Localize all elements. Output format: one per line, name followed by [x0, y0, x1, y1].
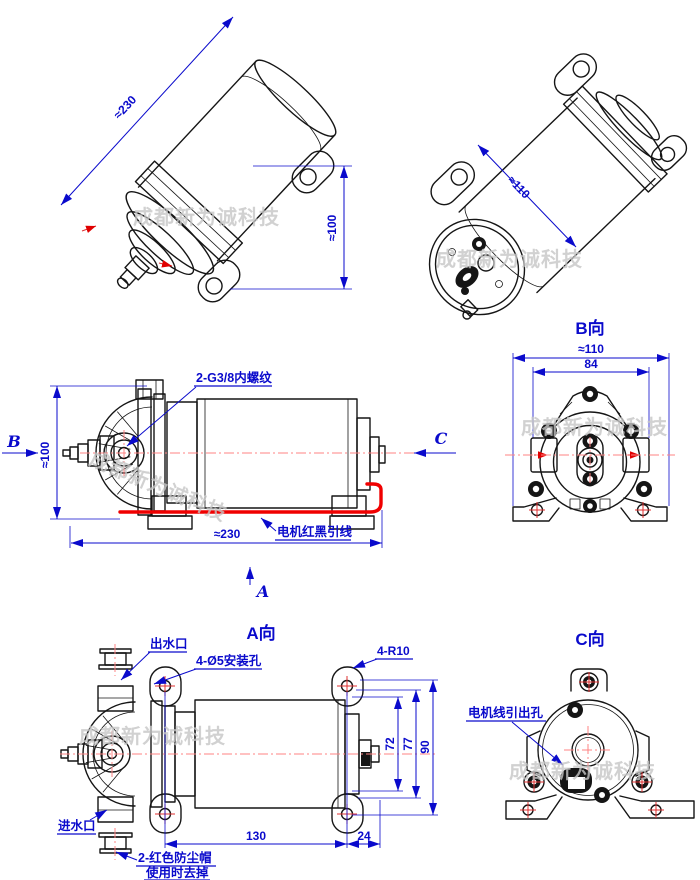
- iso-rear-view: ≈110 成都新为诚科技: [428, 53, 688, 320]
- watermark: 成都新为诚科技: [436, 247, 583, 271]
- dim-110-text: ≈110: [578, 342, 604, 356]
- dim-24-text: 24: [357, 829, 371, 843]
- thread-leader: [126, 386, 197, 447]
- mounting-ear-right: [291, 150, 335, 194]
- mounting-feet: [147, 495, 375, 530]
- watermark: 成都新为诚科技: [509, 759, 656, 783]
- dim-100-text: ≈100: [38, 441, 52, 468]
- lug-radius-note: 4-R10: [377, 644, 410, 658]
- iso-front-view: ≈230 ≈100 成都新为诚科技: [60, 16, 352, 303]
- dim-77-text: 77: [401, 737, 415, 751]
- flow-arrow: [81, 225, 97, 233]
- flow-arrow: [158, 260, 173, 268]
- view-arrow-b-label: B: [6, 432, 21, 451]
- watermark: 成都新为诚科技: [133, 205, 280, 229]
- view-a-title: A向: [246, 623, 275, 643]
- dim-110-line: [477, 144, 577, 248]
- inlet-note: 进水口: [58, 818, 96, 833]
- pump-body-iso-front: [116, 59, 337, 289]
- motor-lead-wire: [118, 482, 383, 514]
- dust-cap-bottom: [98, 828, 133, 860]
- view-a: A向: [57, 623, 438, 880]
- view-arrow-c-label: C: [435, 429, 448, 448]
- mounting-ear-bottom: [197, 259, 241, 303]
- outlet-leader: [120, 651, 151, 681]
- watermark: 成都新为诚科技: [521, 415, 668, 439]
- dim-100-text: ≈100: [325, 214, 339, 241]
- wire-note: 电机红黑引线: [277, 524, 353, 539]
- dust-cap-note-line1: 2-红色防尘帽: [138, 850, 212, 865]
- dim-130-text: 130: [246, 829, 266, 843]
- outlet-note: 出水口: [150, 636, 188, 651]
- mounting-ear-left: [430, 161, 476, 206]
- mounting-ear-far: [650, 135, 688, 171]
- motor-rear-cap: [428, 218, 526, 320]
- dim-230-text: ≈230: [214, 527, 241, 541]
- side-view: B C A ≈100 ≈230 2-G3/8内螺纹 电机红黑引线 成都新为诚科技: [2, 370, 456, 601]
- dim-230-line: [60, 16, 234, 206]
- wire-leader: [260, 517, 277, 532]
- dim-230-text: ≈230: [111, 93, 140, 122]
- mounting-ear-top: [553, 53, 598, 96]
- wire-exit-note: 电机线引出孔: [468, 705, 544, 720]
- watermark: 成都新为诚科技: [79, 724, 226, 748]
- thread-note: 2-G3/8内螺纹: [196, 370, 272, 385]
- lug-radius-leader: [352, 658, 378, 669]
- dust-cap-top: [98, 644, 133, 676]
- mount-holes-leader: [153, 668, 197, 685]
- dim-72-text: 72: [383, 737, 397, 751]
- inlet-leader: [89, 809, 108, 821]
- dim-84-text: 84: [584, 357, 598, 371]
- mount-holes-note: 4-Ø5安装孔: [196, 653, 262, 668]
- view-arrow-a-label: A: [255, 582, 269, 601]
- dust-cap-note-line2: 使用时去掉: [145, 865, 209, 880]
- motor-rear-face: [505, 668, 695, 820]
- view-b: B向 ≈110 84 成都新为诚科技: [505, 318, 675, 522]
- dust-cap-leader: [115, 851, 138, 861]
- view-c-title: C向: [575, 629, 604, 649]
- dim-90-text: 90: [418, 740, 432, 754]
- view-b-title: B向: [575, 318, 604, 338]
- wire-exit-leader: [511, 721, 564, 766]
- view-c: C向 电机线引出孔 成都新为诚科技: [466, 629, 695, 820]
- pump-head-front: [512, 386, 668, 522]
